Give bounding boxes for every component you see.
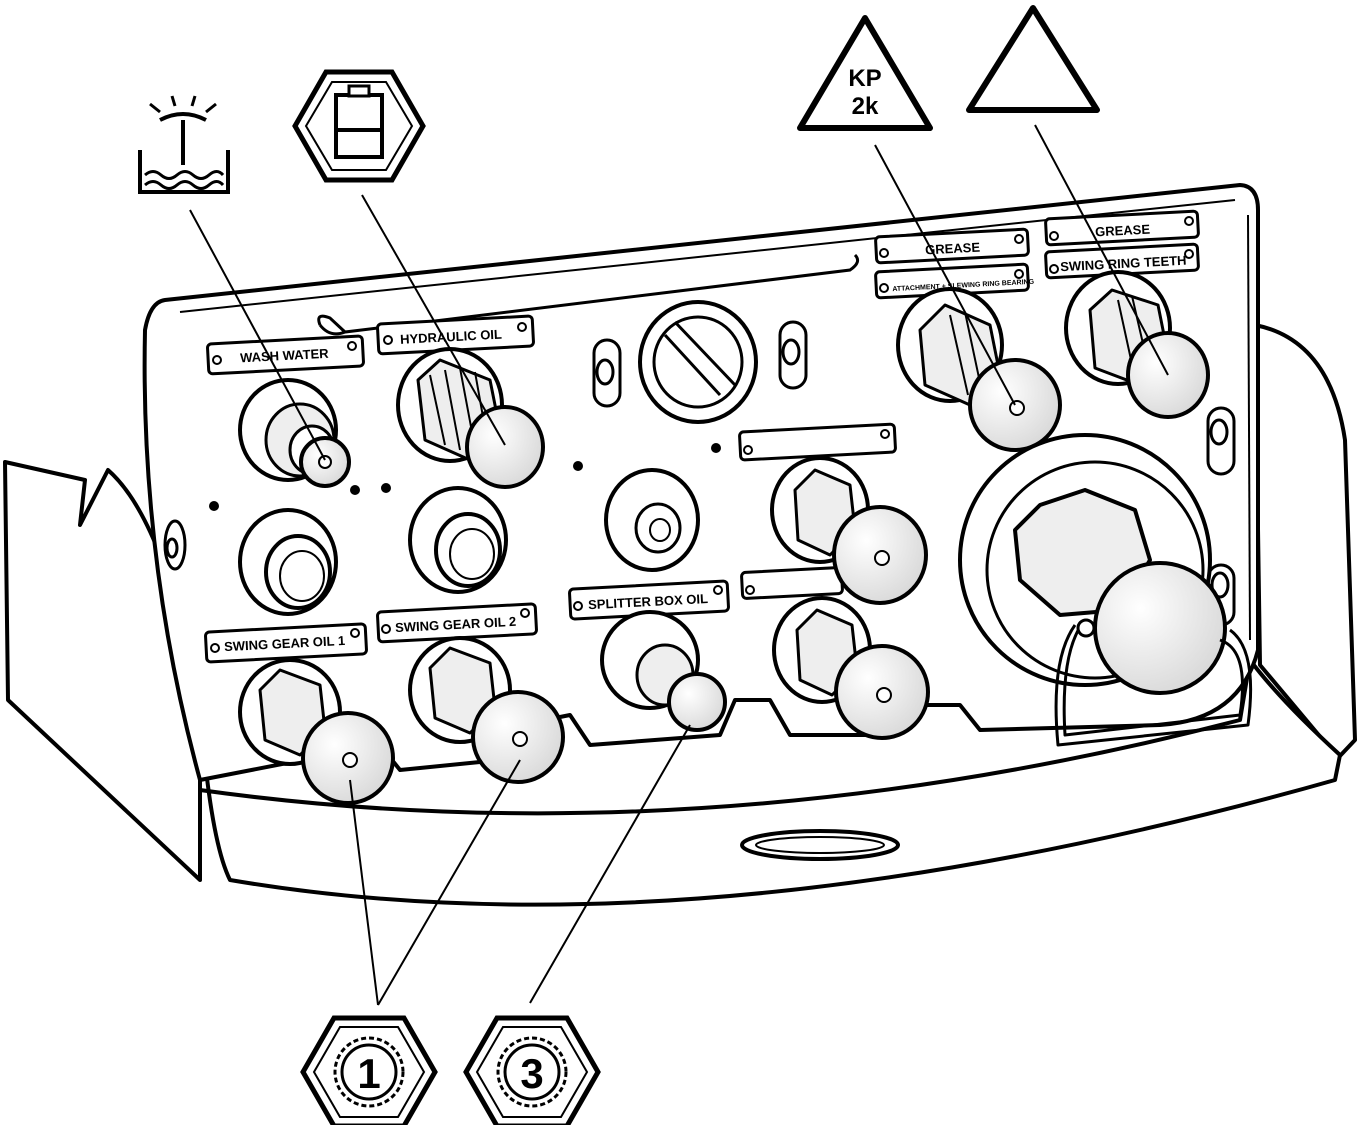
coupling-wash-water xyxy=(238,378,351,488)
label-swing-ring-teeth: SWING RING TEETH xyxy=(1060,253,1187,275)
plate-blank-2 xyxy=(740,566,844,600)
gear-hexagon-icon-3: 3 xyxy=(463,1015,601,1129)
socket-center-middle xyxy=(408,486,508,594)
coupling-splitter-box-oil xyxy=(600,610,727,732)
tray-housing xyxy=(3,323,1357,907)
hex-1-number: 1 xyxy=(357,1050,380,1097)
kp2k-line1: KP xyxy=(848,65,881,92)
wash-water-icon xyxy=(138,95,230,194)
socket-left-middle xyxy=(238,508,338,616)
label-grease-1: GREASE xyxy=(925,240,981,258)
panel-holes xyxy=(209,443,721,511)
plate-swing-ring-teeth: SWING RING TEETH xyxy=(1044,242,1200,280)
coupling-right-middle-upper xyxy=(770,456,928,605)
plate-attachment-bearing: ATTACHMENT + SLEWING RING BEARING xyxy=(874,262,1035,300)
label-swing-gear-oil-1: SWING GEAR OIL 1 xyxy=(224,633,346,654)
plate-swing-gear-oil-2: SWING GEAR OIL 2 xyxy=(376,602,538,644)
leader-lines xyxy=(189,124,1169,1006)
label-hydraulic-oil: HYDRAULIC OIL xyxy=(400,327,503,347)
label-wash-water: WASH WATER xyxy=(240,346,330,366)
coupling-right-middle-lower xyxy=(772,596,930,740)
label-grease-2: GREASE xyxy=(1095,222,1151,240)
plate-grease-2: GREASE xyxy=(1044,209,1200,247)
hex-3-number: 3 xyxy=(520,1050,543,1097)
hydraulic-tank-icon xyxy=(292,69,426,183)
socket-splitter-top xyxy=(604,468,700,572)
gear-hexagon-icon-1: 1 xyxy=(300,1015,438,1129)
central-port xyxy=(638,300,758,424)
plate-splitter-box-oil: SPLITTER BOX OIL xyxy=(568,579,730,621)
coupling-hydraulic-oil xyxy=(396,347,545,489)
kp2k-triangle-icon: KP 2k xyxy=(797,15,933,131)
coupling-swing-gear-oil-2 xyxy=(408,636,565,784)
plate-grease-1: GREASE xyxy=(874,227,1030,265)
coupling-swing-gear-oil-1 xyxy=(238,658,395,805)
couplings xyxy=(238,270,1253,805)
grease-triangle-icon xyxy=(966,5,1100,113)
label-swing-gear-oil-2: SWING GEAR OIL 2 xyxy=(395,614,517,635)
label-splitter-box-oil: SPLITTER BOX OIL xyxy=(588,591,709,612)
label-plates: WASH WATER HYDRAULIC OIL SWING GEAR OIL … xyxy=(204,209,1200,664)
plate-blank-1 xyxy=(738,422,897,462)
plate-wash-water: WASH WATER xyxy=(206,334,365,376)
coupling-large-fuel xyxy=(958,433,1253,747)
plate-swing-gear-oil-1: SWING GEAR OIL 1 xyxy=(204,622,368,664)
plate-hydraulic-oil: HYDRAULIC OIL xyxy=(376,314,535,356)
kp2k-line2: 2k xyxy=(852,93,879,120)
